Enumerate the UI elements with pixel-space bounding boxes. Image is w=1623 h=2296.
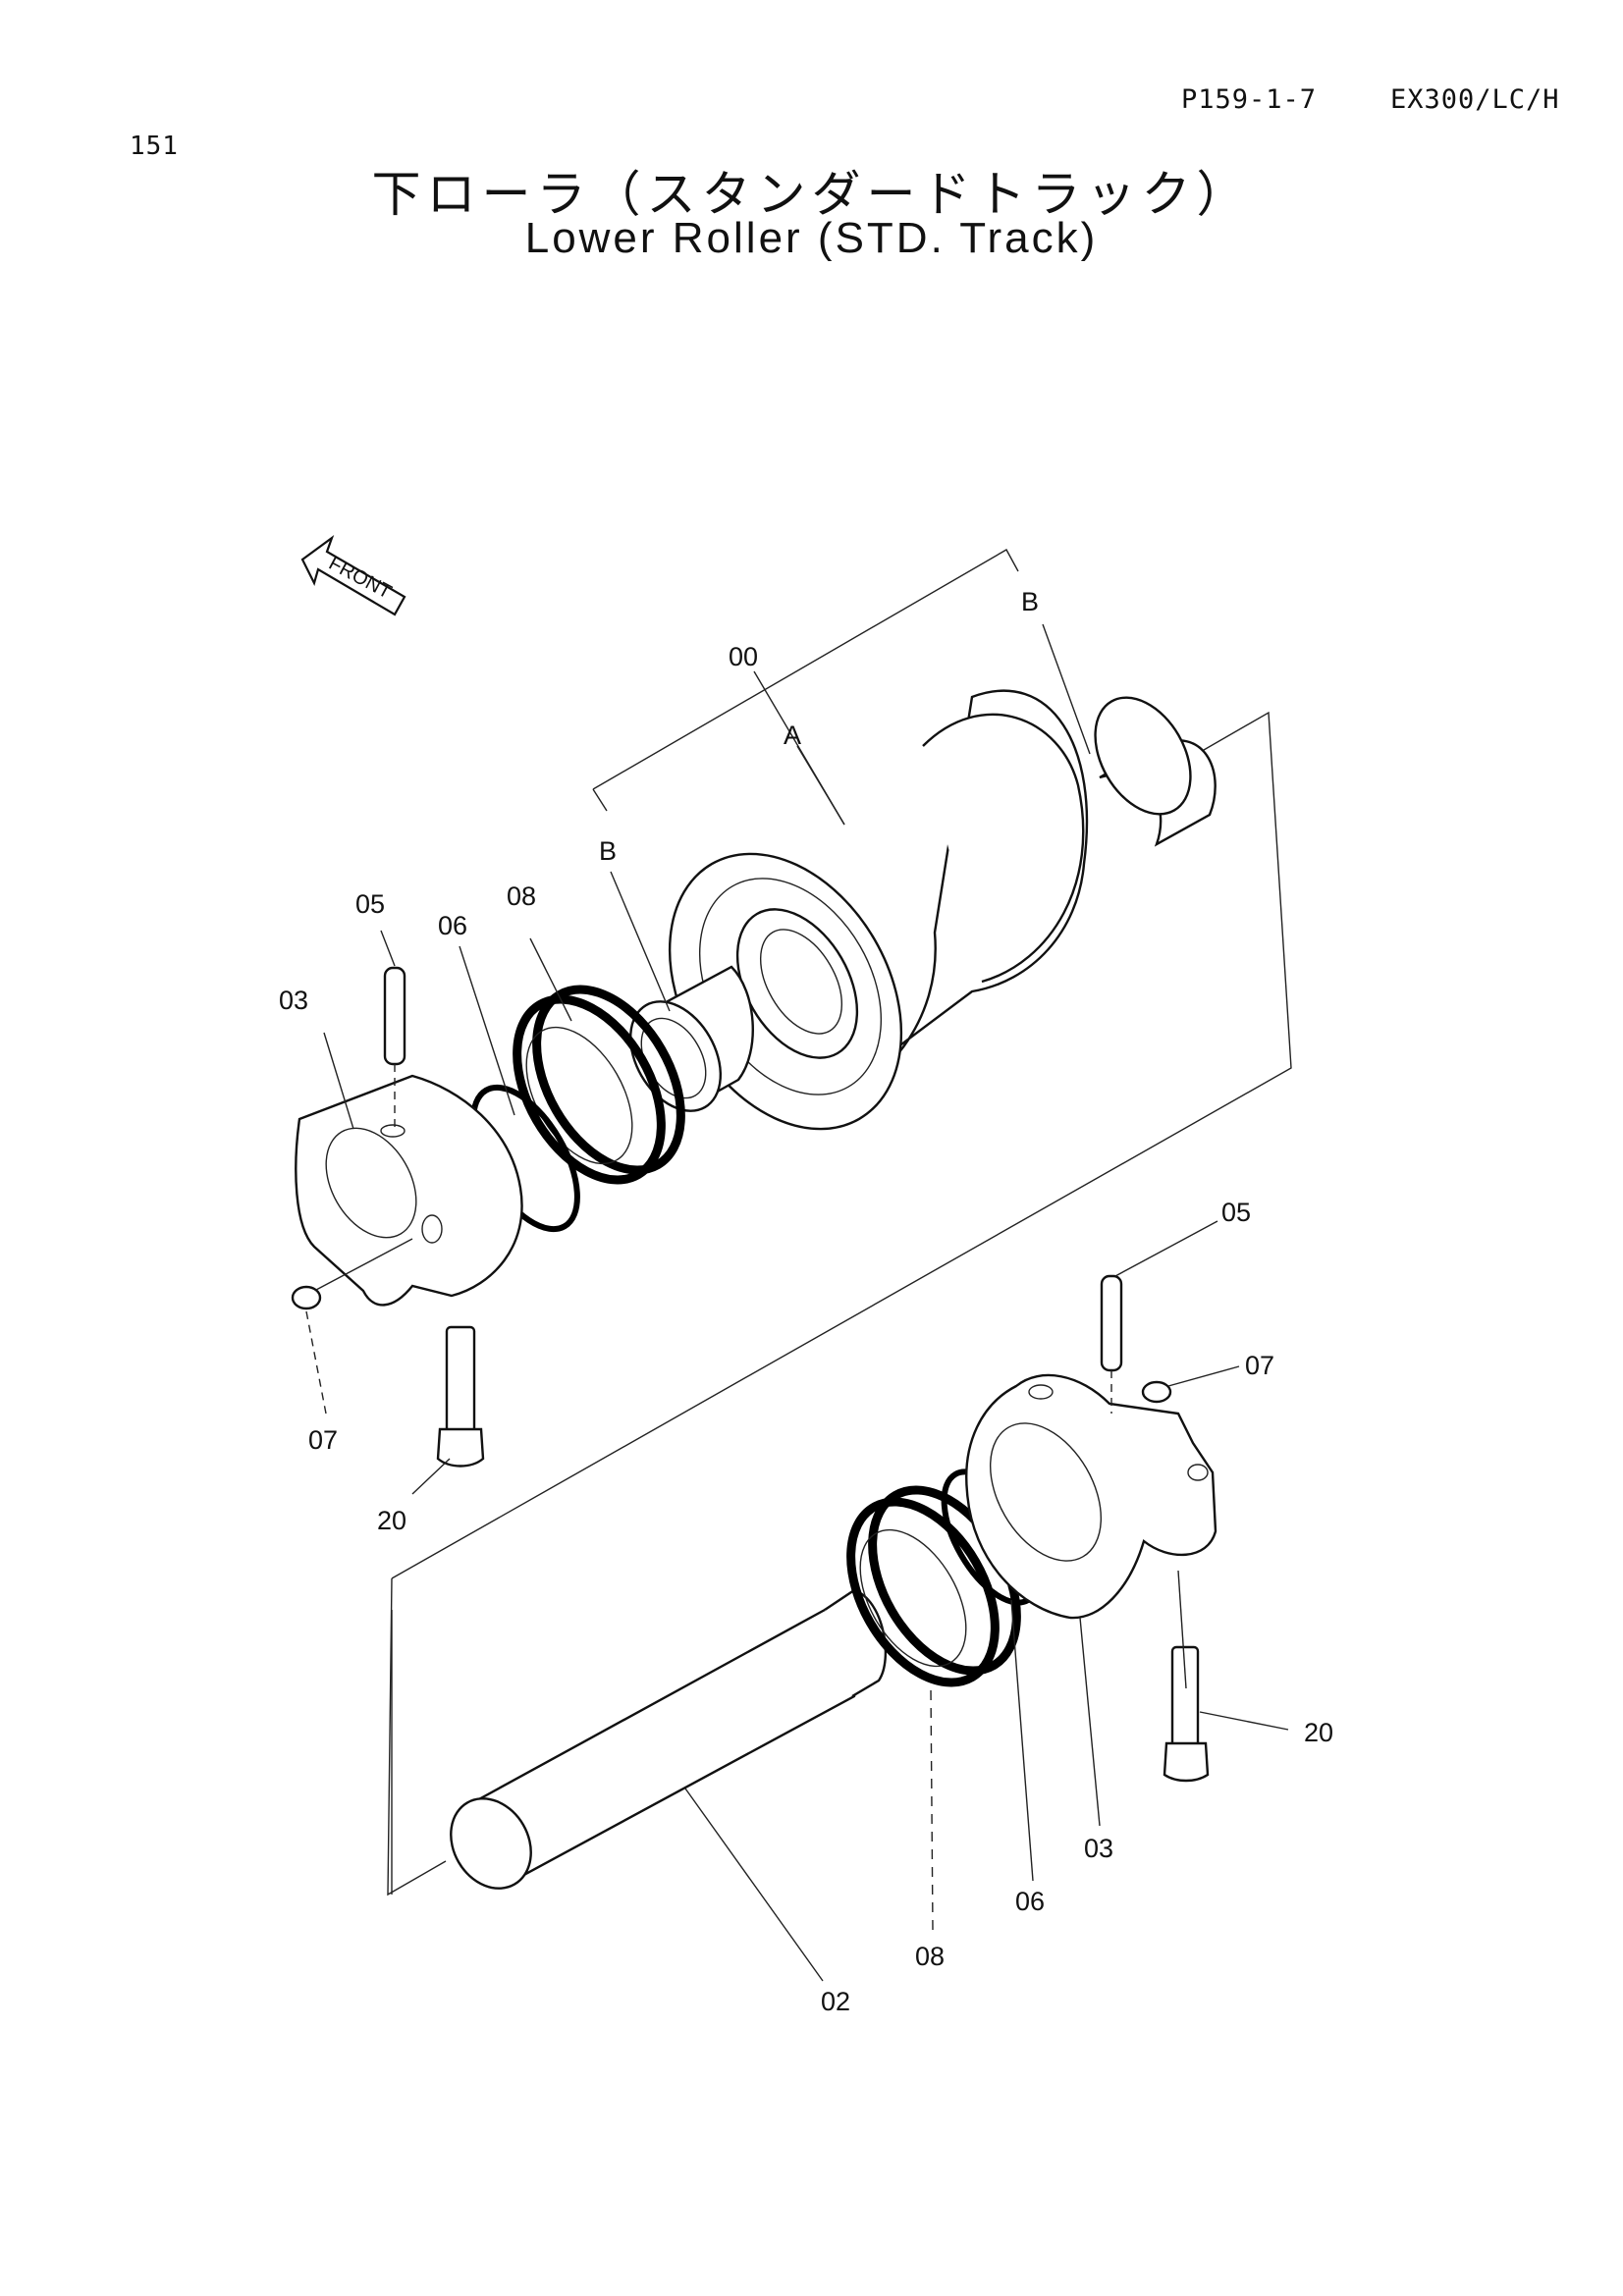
callout-08-upper: 08 [507, 881, 536, 911]
callout-06-lower: 06 [1015, 1887, 1045, 1916]
plug-lower [1141, 1380, 1172, 1404]
front-arrow-icon: FRONT [300, 534, 406, 616]
title-japanese: 下ローラ（スタンダードトラック） [371, 166, 1252, 223]
model-code: EX300/LC/H [1390, 84, 1560, 115]
callout-b-left: B [599, 836, 617, 866]
callout-20-lower: 20 [1304, 1718, 1333, 1747]
callout-labels: 00 A B B 05 06 08 03 07 20 05 07 20 03 0… [279, 587, 1333, 2016]
bolt-lower [1163, 1645, 1210, 1783]
lower-assembly-bracket [387, 1577, 447, 1896]
callout-05-lower: 05 [1221, 1198, 1251, 1227]
plug-upper [291, 1238, 413, 1310]
reference-code: P159-1-7 [1181, 84, 1318, 115]
callout-20-upper: 20 [377, 1506, 406, 1535]
callout-02: 02 [821, 1987, 850, 2016]
pin-upper [383, 966, 406, 1129]
callout-06-upper: 06 [438, 911, 467, 940]
callout-00: 00 [729, 642, 758, 671]
callout-b-right: B [1021, 587, 1039, 616]
callout-03-lower: 03 [1084, 1834, 1113, 1863]
upper-assembly-bracket [391, 549, 1292, 1579]
bolt-upper [436, 1325, 485, 1468]
title-english: Lower Roller (STD. Track) [524, 214, 1099, 262]
pin-lower [1100, 1274, 1123, 1414]
callout-05-upper: 05 [355, 889, 385, 919]
shaft [450, 1588, 887, 1890]
callout-a: A [784, 721, 801, 750]
collar-lower [965, 1373, 1217, 1620]
callout-07-upper: 07 [308, 1425, 338, 1455]
callout-07-lower: 07 [1245, 1351, 1274, 1380]
page-number: 151 [130, 132, 179, 161]
collar-upper [295, 1074, 523, 1307]
callout-08-lower: 08 [915, 1942, 945, 1971]
front-label: FRONT [325, 553, 395, 604]
callout-03-upper: 03 [279, 986, 308, 1015]
leader-lines [305, 623, 1289, 1982]
